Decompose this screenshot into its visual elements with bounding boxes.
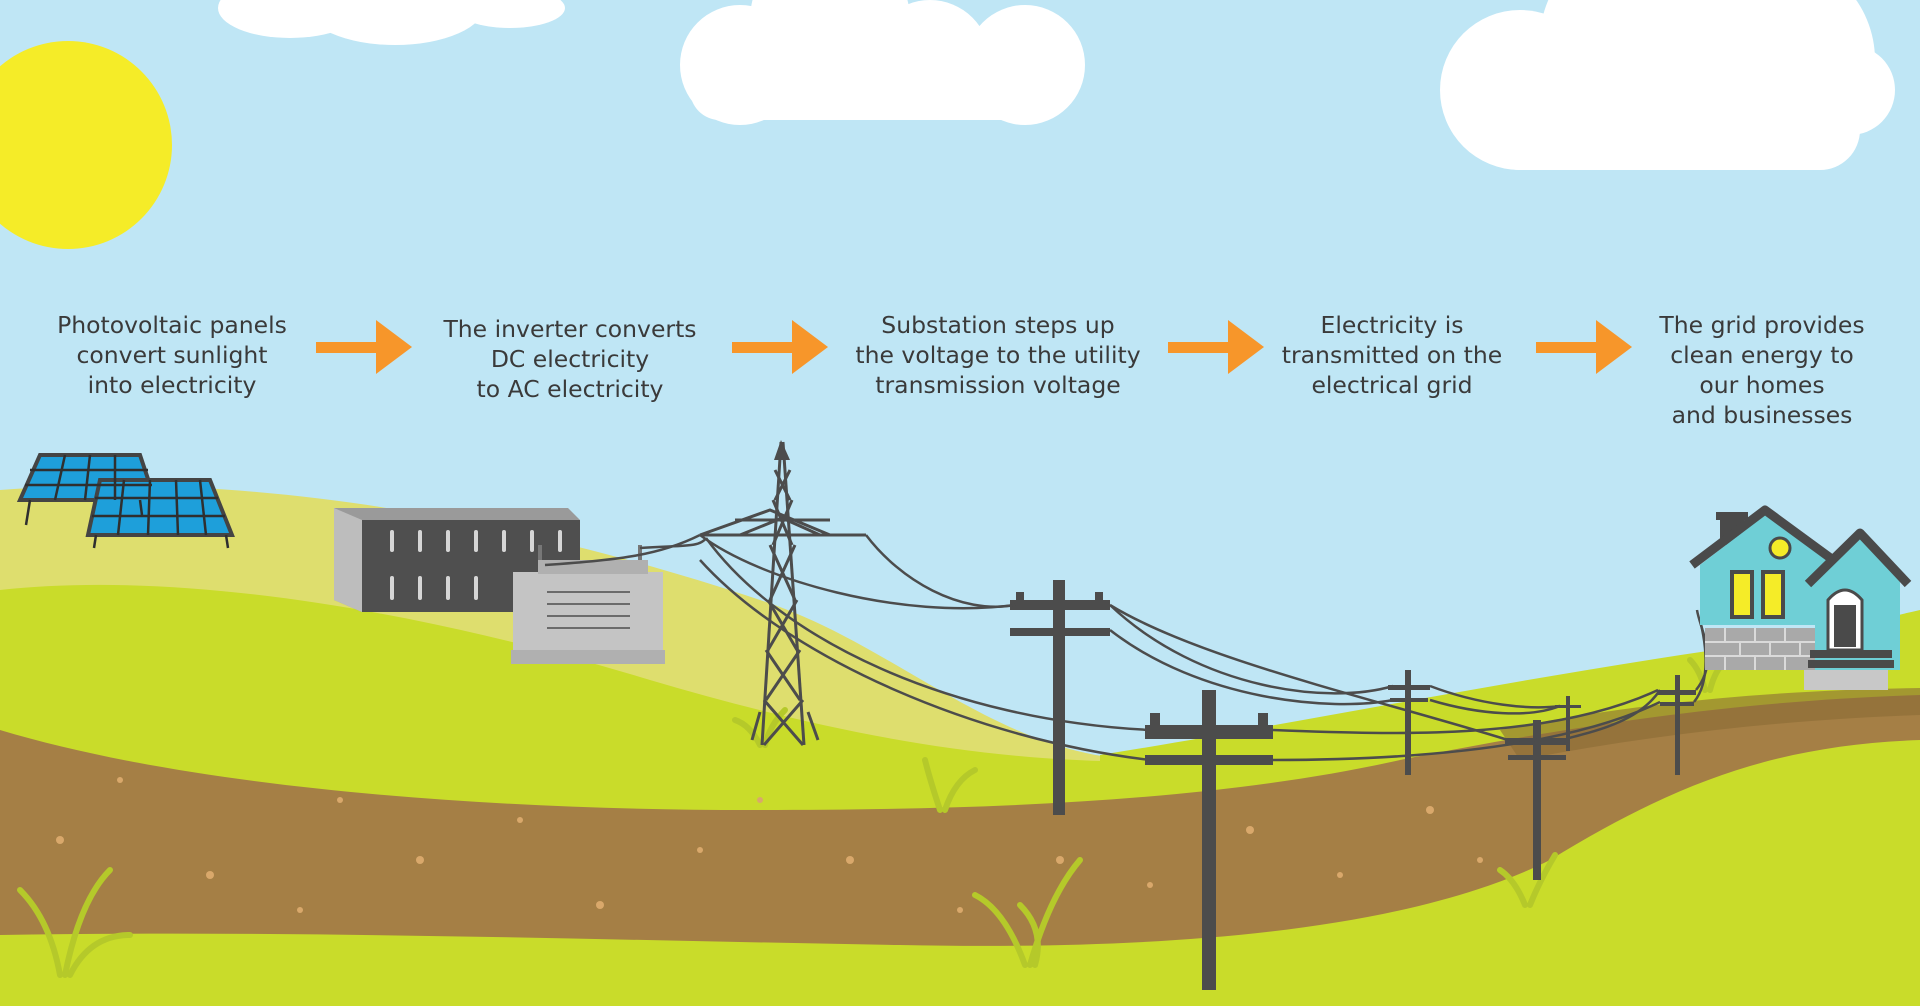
utility-pole-icon <box>1145 690 1273 990</box>
step-5-label: The grid provides clean energy to our ho… <box>1659 311 1865 429</box>
utility-pole-icon <box>1505 720 1569 880</box>
step-3-label: Substation steps up the voltage to the u… <box>855 311 1141 399</box>
power-lines <box>544 533 1709 762</box>
tower-peak <box>774 440 790 460</box>
cloud-icon <box>680 0 1085 125</box>
road-shadow <box>1500 688 1920 760</box>
utility-pole-icon <box>1388 670 1430 775</box>
grass-icon <box>17 657 1728 978</box>
sun-icon <box>0 41 172 249</box>
road-pebbles <box>56 777 1483 913</box>
cloud-icon <box>1440 0 1895 170</box>
inverter-icon <box>334 508 665 664</box>
step-4-label: Electricity is transmitted on the electr… <box>1281 311 1503 399</box>
arrow-right-icon <box>732 320 828 374</box>
step-2-label: The inverter converts DC electricity to … <box>443 315 697 403</box>
utility-pole-icon <box>1010 580 1110 815</box>
utility-pole-icon <box>1555 696 1581 751</box>
utility-pole-icon <box>1658 675 1696 775</box>
transmission-tower-icon <box>699 441 866 746</box>
arrow-right-icon <box>1168 320 1264 374</box>
house-icon <box>1689 505 1912 690</box>
dirt-road <box>0 695 1920 946</box>
step-1-label: Photovoltaic panels convert sunlight int… <box>57 311 287 399</box>
arrow-right-icon <box>1536 320 1632 374</box>
arrow-right-icon <box>316 320 412 374</box>
cloud-icon <box>218 0 565 45</box>
solar-panel-icon <box>16 453 235 549</box>
